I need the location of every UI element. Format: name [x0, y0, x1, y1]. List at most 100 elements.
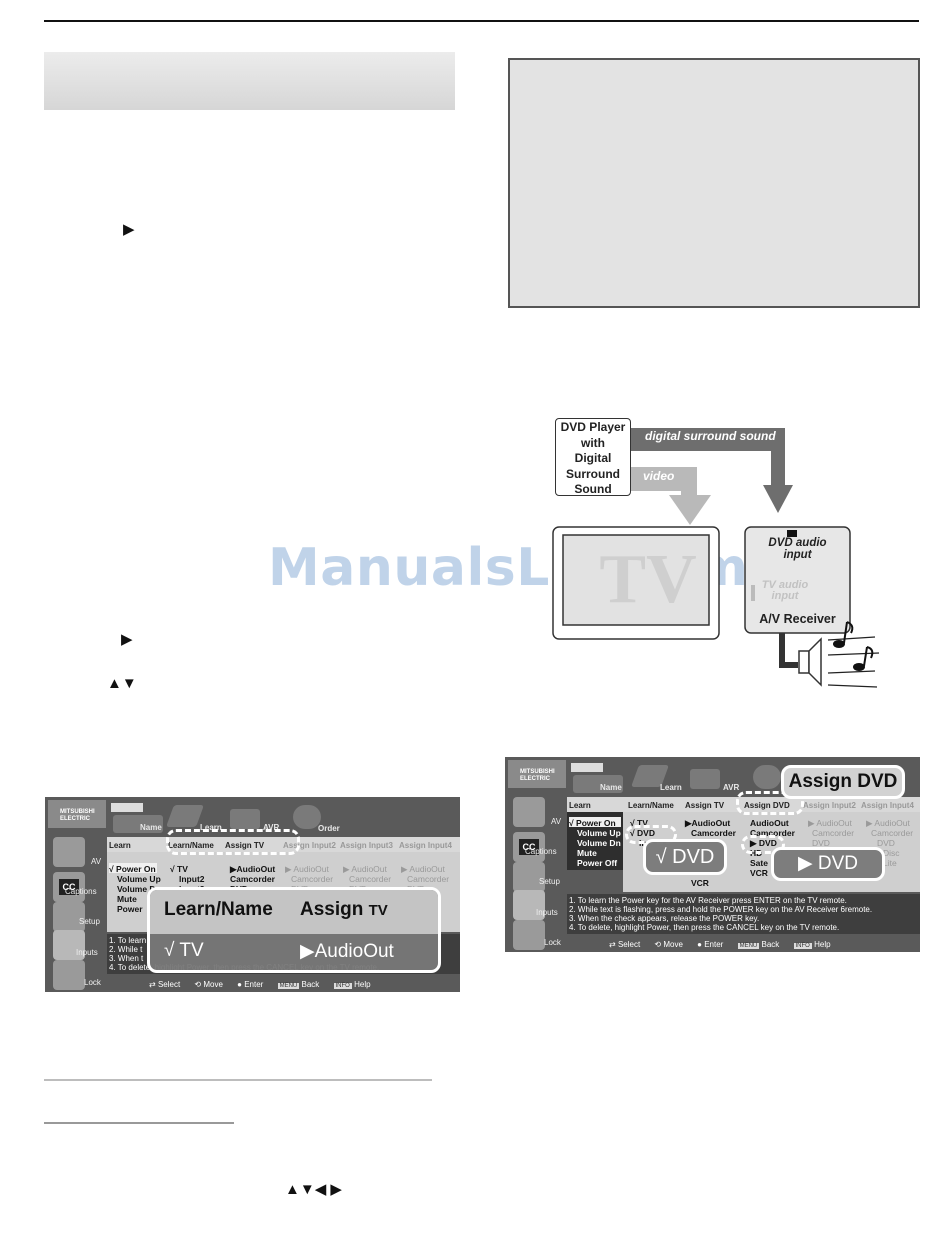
- menu-power-on[interactable]: √ Power On: [109, 864, 156, 874]
- menu2-power-off[interactable]: Power Off: [577, 858, 618, 868]
- callout-tab-strip: [150, 890, 438, 934]
- menu-mute[interactable]: Mute: [117, 894, 137, 904]
- enter-icon: ●: [237, 980, 242, 989]
- instruction2-4: 4. To delete, highlight Power, then pres…: [569, 923, 840, 932]
- inputs-menu-icon-2[interactable]: [513, 890, 545, 920]
- instruction2-1: 1. To learn the Power key for the AV Rec…: [569, 896, 847, 905]
- menu2-volume-dn[interactable]: Volume Dn: [577, 838, 621, 848]
- list2-audioout[interactable]: ▶AudioOut: [685, 818, 731, 828]
- screen1-footer: ⇄ Select ⟲ Move ● Enter MENU Back INFO H…: [149, 980, 371, 989]
- menu-volume-dn[interactable]: Volume Dn: [117, 884, 161, 894]
- setup-menu-icon[interactable]: [53, 902, 85, 932]
- divider-rule: [44, 1079, 432, 1081]
- sidebar-setup-label: Setup: [79, 917, 100, 926]
- footer2-back: Back: [761, 940, 780, 949]
- list3-audioout[interactable]: AudioOut: [750, 818, 789, 828]
- instruction2-2: 2. While text is flashing, press and hol…: [569, 905, 873, 914]
- tv-menu-screen-1: MITSUBISHI ELECTRIC Name Learn AVR Order…: [45, 797, 460, 992]
- captions-menu-icon[interactable]: CC: [53, 872, 85, 902]
- enter-icon-2: ●: [697, 940, 702, 949]
- list-tv[interactable]: √ TV: [170, 864, 188, 874]
- menu-power[interactable]: Power: [117, 904, 143, 914]
- brand-text-2: MITSUBISHI ELECTRIC: [520, 769, 555, 782]
- dvd-player-label-4: Surround: [566, 466, 620, 481]
- menu2-power-on[interactable]: √ Power On: [569, 818, 616, 828]
- list3-dvd[interactable]: ▶ DVD: [750, 838, 777, 848]
- av-menu-icon-2[interactable]: [513, 797, 545, 827]
- tab2-assign-input4[interactable]: Assign Input4: [861, 801, 914, 810]
- footer2-select: Select: [617, 940, 641, 949]
- av-receiver-label: A/V Receiver: [759, 612, 836, 626]
- tab-learn[interactable]: Learn: [109, 841, 131, 850]
- av-menu-icon[interactable]: [53, 837, 85, 867]
- footer2-enter: Enter: [704, 940, 724, 949]
- callout-tv-word: TV: [368, 902, 388, 919]
- list-camcorder[interactable]: Camcorder: [230, 874, 275, 884]
- instruction2-3: 3. When the check appears, release the P…: [569, 914, 760, 923]
- list2-dvd[interactable]: √ DVD: [630, 828, 655, 838]
- sidebar-lock-label: Lock: [84, 978, 101, 987]
- list2-camcorder[interactable]: Camcorder: [691, 828, 736, 838]
- tab-assign-input4[interactable]: Assign Input4: [399, 841, 452, 850]
- menu-volume-up[interactable]: Volume Up: [117, 874, 161, 884]
- callout-audioout: ▶AudioOut: [300, 941, 394, 962]
- check-dvd-callout-text: √ DVD: [655, 846, 715, 868]
- icon-label-order: Order: [318, 824, 340, 833]
- list3-camcorder[interactable]: Camcorder: [750, 828, 795, 838]
- dim-audioout-1: ▶ AudioOut: [285, 864, 329, 874]
- video-label: video: [643, 469, 675, 483]
- inputs-menu-icon[interactable]: [53, 930, 85, 960]
- menu-key-icon: MENU: [277, 983, 300, 989]
- tv-label: TV: [599, 541, 697, 618]
- menu2-mute[interactable]: Mute: [577, 848, 597, 858]
- setup-menu-icon-2[interactable]: [513, 862, 545, 892]
- sidebar-captions-label: Captions: [65, 887, 97, 896]
- tab2-learn-name[interactable]: Learn/Name: [628, 801, 674, 810]
- captions-menu-icon-2[interactable]: CC: [513, 832, 545, 862]
- tab2-assign-input2[interactable]: Assign Input2: [803, 801, 856, 810]
- dvd-player-box: DVD Player with Digital Surround Sound: [555, 418, 631, 496]
- sidebar-inputs-label: Inputs: [76, 948, 98, 957]
- lock-menu-icon-2[interactable]: [513, 920, 545, 950]
- list2-tv[interactable]: √ TV: [630, 818, 648, 828]
- channel-digits-2: [571, 763, 603, 772]
- dvd-player-label-2: with: [581, 435, 605, 450]
- footer-enter: Enter: [244, 980, 264, 989]
- tab2-assign-tv[interactable]: Assign TV: [685, 801, 725, 810]
- icon-label-avr: AVR: [263, 823, 280, 832]
- right-arrow-icon: ▶: [123, 221, 135, 238]
- tab2-learn[interactable]: Learn: [569, 801, 591, 810]
- divider-rule-short: [44, 1122, 234, 1124]
- check-dvd-callout: √ DVD: [643, 839, 727, 875]
- list-input2[interactable]: Input2: [179, 874, 205, 884]
- menu2-volume-up[interactable]: Volume Up: [577, 828, 621, 838]
- tab-highlight-dash: [166, 829, 300, 855]
- assign-dvd-callout-text: Assign DVD: [788, 771, 898, 792]
- list3-satellite[interactable]: Sate: [750, 858, 768, 868]
- icon2-label-avr: AVR: [723, 783, 740, 792]
- dim-camcorder-2: Camcorder: [349, 874, 392, 884]
- list2-vcr[interactable]: VCR: [691, 878, 709, 888]
- move-arrows-icon: ⟲: [194, 980, 202, 989]
- callout-learn-name: Learn/Name: [164, 899, 273, 920]
- tab-assign-input3[interactable]: Assign Input3: [340, 841, 393, 850]
- sidebar2-lock-label: Lock: [544, 938, 561, 947]
- menu-key-icon-2: MENU: [737, 943, 760, 949]
- move-arrows-icon-2: ⟲: [654, 940, 662, 949]
- dim2-dvd-1: DVD: [812, 838, 830, 848]
- tab-assign-input2[interactable]: Assign Input2: [283, 841, 336, 850]
- sidebar2-av-label: AV: [551, 817, 562, 826]
- screen2-footer: ⇄ Select ⟲ Move ● Enter MENU Back INFO H…: [609, 940, 831, 949]
- dvd-audio-input-line-2: input: [783, 549, 812, 561]
- tab-assign-tv[interactable]: Assign TV: [225, 841, 265, 850]
- list-audioout[interactable]: ▶AudioOut: [230, 864, 276, 874]
- info-key-icon-2: INFO: [793, 943, 812, 949]
- diagram-graphics: [552, 428, 880, 688]
- lock-menu-icon[interactable]: [53, 960, 85, 990]
- list3-vcr[interactable]: VCR: [750, 868, 768, 878]
- row-highlight-2: [569, 817, 621, 827]
- tab2-assign-dvd[interactable]: Assign DVD: [744, 801, 790, 810]
- tab-learn-name[interactable]: Learn/Name: [168, 841, 214, 850]
- tv-audio-input-line-1: TV audio: [761, 579, 809, 591]
- footer-move: Move: [203, 980, 223, 989]
